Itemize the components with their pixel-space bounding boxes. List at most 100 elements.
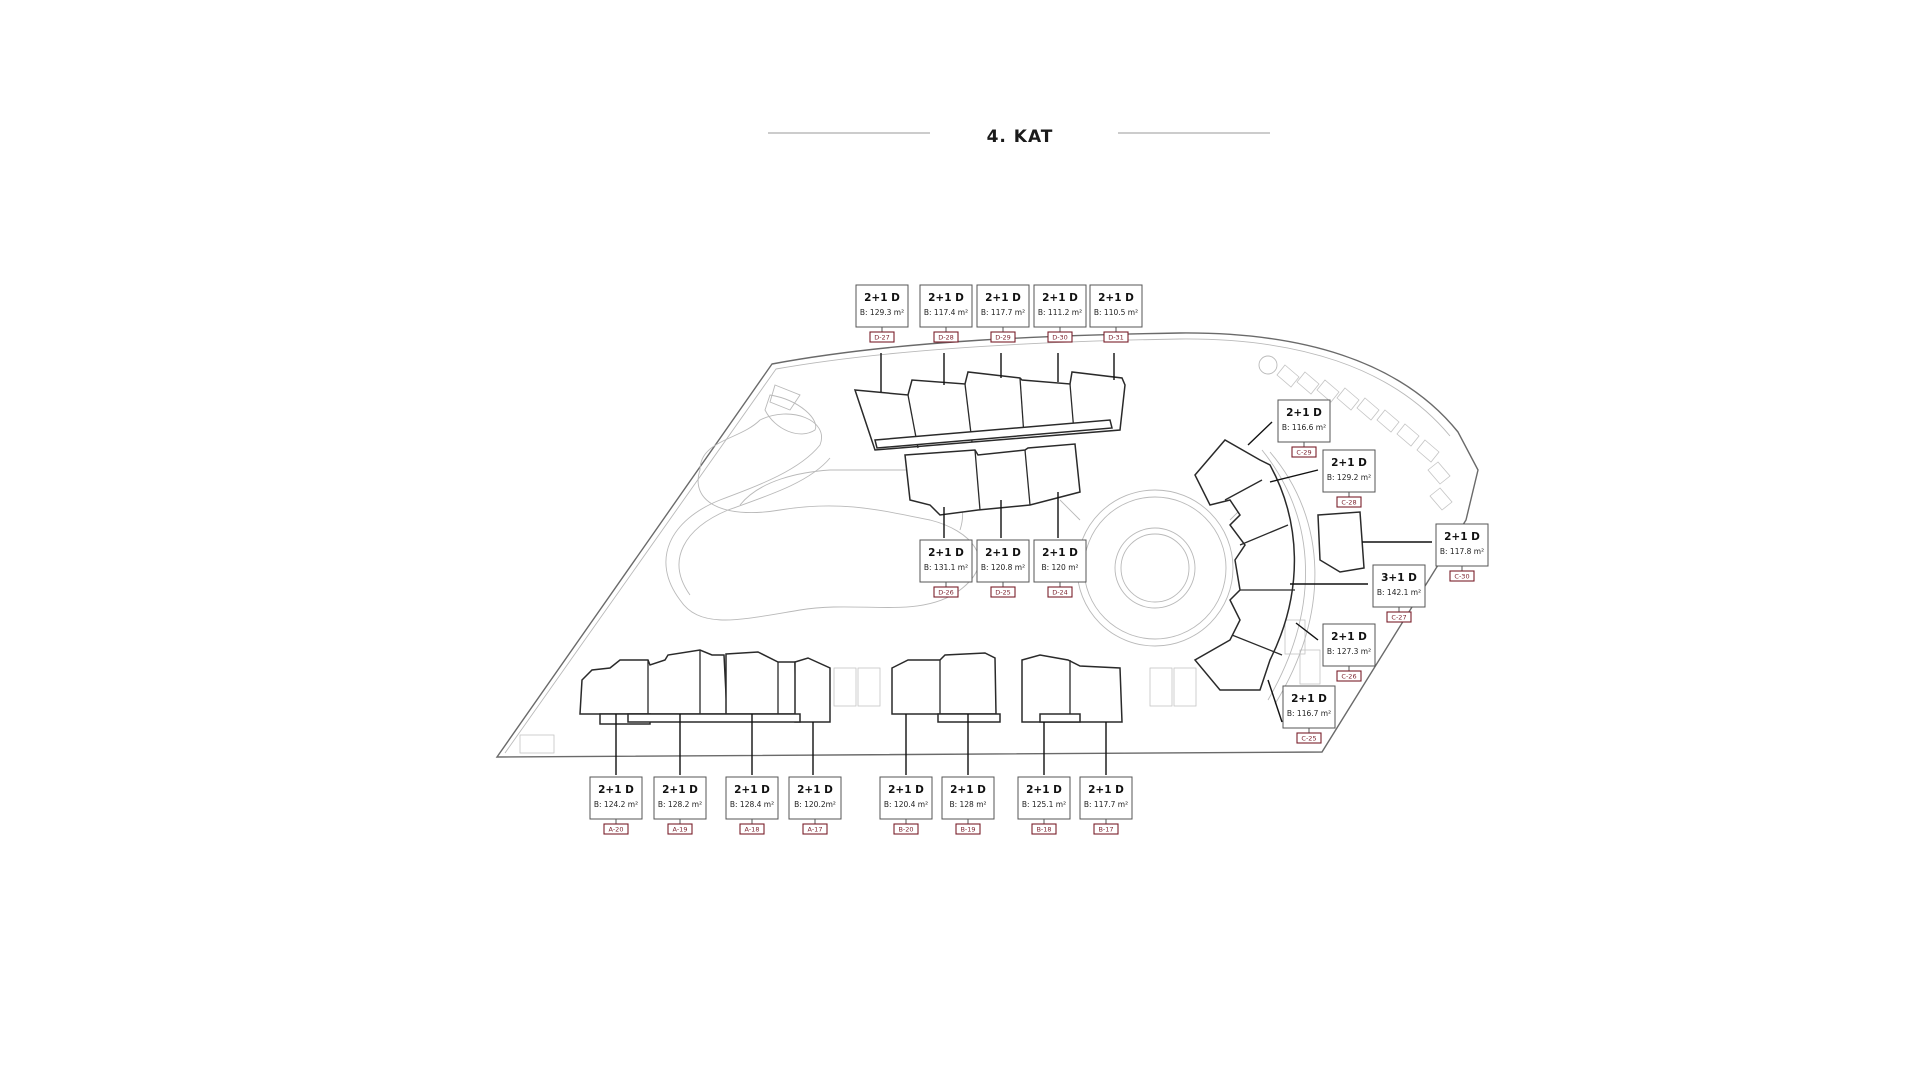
unit-label[interactable]: 2+1 D B: 127.3 m² C-26 <box>1322 623 1376 682</box>
unit-box <box>1372 564 1426 608</box>
unit-box <box>1079 776 1133 820</box>
unit-code-box <box>955 823 981 835</box>
unit-code-box <box>802 823 828 835</box>
unit-area: B: 129.2 m² <box>1327 473 1371 482</box>
unit-area: B: 116.6 m² <box>1282 423 1326 432</box>
unit-code-box <box>990 331 1016 343</box>
unit-code-box <box>869 331 895 343</box>
unit-area: B: 129.3 m² <box>860 308 904 317</box>
unit-label[interactable]: 2+1 DB: 110.5 m²D-31 <box>1089 284 1143 343</box>
unit-label[interactable]: 2+1 DB: 128.2 m²A-19 <box>653 776 707 835</box>
unit-code-box <box>933 331 959 343</box>
unit-label[interactable]: 2+1 D B: 129.2 m² C-28 <box>1322 449 1376 508</box>
unit-label[interactable]: 2+1 DB: 116.6 m²C-29 <box>1277 399 1331 458</box>
unit-label[interactable]: 2+1 D B: 120.4 m² B-20 <box>879 776 933 835</box>
unit-area: B: 120 m² <box>1041 563 1078 572</box>
unit-type: 3+1 D <box>1381 572 1417 584</box>
unit-code: B-20 <box>898 826 913 834</box>
unit-type: 2+1 D <box>662 784 698 796</box>
unit-code: A-19 <box>673 826 688 834</box>
block-c-curved <box>1193 439 1365 705</box>
unit-label[interactable]: 2+1 DB: 120.8 m²D-25 <box>976 539 1030 598</box>
unit-box <box>919 539 973 583</box>
unit-area: B: 120.4 m² <box>884 800 928 809</box>
unit-code-box <box>1336 496 1362 508</box>
unit-label[interactable]: 2+1 DB: 131.1 m²D-26 <box>919 539 973 598</box>
unit-area: B: 125.1 m² <box>1022 800 1066 809</box>
unit-code: C-25 <box>1301 735 1316 743</box>
unit-area: B: 120.2m² <box>794 800 836 809</box>
unit-code-box <box>1296 732 1322 744</box>
unit-code: C-27 <box>1391 614 1406 622</box>
unit-box <box>1033 539 1087 583</box>
unit-area: B: 127.3 m² <box>1327 647 1371 656</box>
unit-box <box>919 284 973 328</box>
unit-box <box>879 776 933 820</box>
unit-label[interactable]: 2+1 DB: 117.8 m²C-30 <box>1435 523 1489 582</box>
unit-label[interactable]: 2+1 DB: 125.1 m²B-18 <box>1017 776 1071 835</box>
unit-type: 2+1 D <box>888 784 924 796</box>
unit-type: 2+1 D <box>1331 457 1367 469</box>
unit-code: C-30 <box>1454 573 1469 581</box>
unit-code: C-26 <box>1341 673 1356 681</box>
unit-label[interactable]: 2+1 D B: 129.3 m² D-27 <box>855 284 909 343</box>
unit-area: B: 117.4 m² <box>924 308 968 317</box>
unit-area: B: 142.1 m² <box>1377 588 1421 597</box>
unit-label[interactable]: 2+1 DB: 117.7 m²D-29 <box>976 284 1030 343</box>
block-d-top <box>853 371 1126 516</box>
unit-label[interactable]: 2+1 D B: 120 m² D-24 <box>1033 539 1087 598</box>
unit-area: B: 111.2 m² <box>1038 308 1082 317</box>
unit-type: 2+1 D <box>1331 631 1367 643</box>
unit-code: D-26 <box>938 589 954 597</box>
unit-code: D-27 <box>874 334 890 342</box>
unit-label[interactable]: 3+1 D B: 142.1 m² C-27 <box>1372 564 1426 623</box>
unit-code: D-24 <box>1052 589 1068 597</box>
unit-label[interactable]: 2+1 DB: 128.4 m²A-18 <box>725 776 779 835</box>
parking-bottom <box>519 619 1321 754</box>
unit-type: 2+1 D <box>864 292 900 304</box>
unit-box <box>976 284 1030 328</box>
unit-type: 2+1 D <box>985 292 1021 304</box>
unit-area: B: 116.7 m² <box>1287 709 1331 718</box>
unit-box <box>1089 284 1143 328</box>
leader-c29 <box>1247 421 1273 446</box>
unit-label[interactable]: 2+1 DB: 128 m²B-19 <box>941 776 995 835</box>
unit-type: 2+1 D <box>928 547 964 559</box>
unit-box <box>788 776 842 820</box>
unit-code: C-28 <box>1341 499 1356 507</box>
unit-box <box>653 776 707 820</box>
unit-code: A-20 <box>609 826 624 834</box>
unit-type: 2+1 D <box>1042 547 1078 559</box>
unit-code: D-25 <box>995 589 1011 597</box>
unit-label[interactable]: 2+1 DB: 117.4 m²D-28 <box>919 284 973 343</box>
unit-label[interactable]: 2+1 DB: 116.7 m²C-25 <box>1282 685 1336 744</box>
central-plaza <box>1059 489 1251 647</box>
unit-code-box <box>1031 823 1057 835</box>
unit-type: 2+1 D <box>950 784 986 796</box>
unit-code-box <box>1291 446 1317 458</box>
site-outline <box>495 332 1479 758</box>
unit-box <box>1322 623 1376 667</box>
unit-box <box>976 539 1030 583</box>
unit-area: B: 128.4 m² <box>730 800 774 809</box>
unit-type: 2+1 D <box>928 292 964 304</box>
unit-type: 2+1 D <box>1444 531 1480 543</box>
unit-code-box <box>990 586 1016 598</box>
unit-label[interactable]: 2+1 DB: 117.7 m²B-17 <box>1079 776 1133 835</box>
unit-label[interactable]: 2+1 DB: 111.2 m²D-30 <box>1033 284 1087 343</box>
unit-code: D-30 <box>1052 334 1068 342</box>
unit-box <box>1435 523 1489 567</box>
block-b-bottom <box>891 652 1123 723</box>
unit-area: B: 124.2 m² <box>594 800 638 809</box>
unit-box <box>941 776 995 820</box>
unit-code: C-29 <box>1296 449 1311 457</box>
floor-title: 4. KAT <box>987 127 1054 147</box>
unit-code: B-17 <box>1098 826 1113 834</box>
unit-code-box <box>933 586 959 598</box>
unit-label[interactable]: 2+1 DB: 124.2 m²A-20 <box>589 776 643 835</box>
unit-code-box <box>1386 611 1412 623</box>
unit-type: 2+1 D <box>1026 784 1062 796</box>
unit-type: 2+1 D <box>734 784 770 796</box>
